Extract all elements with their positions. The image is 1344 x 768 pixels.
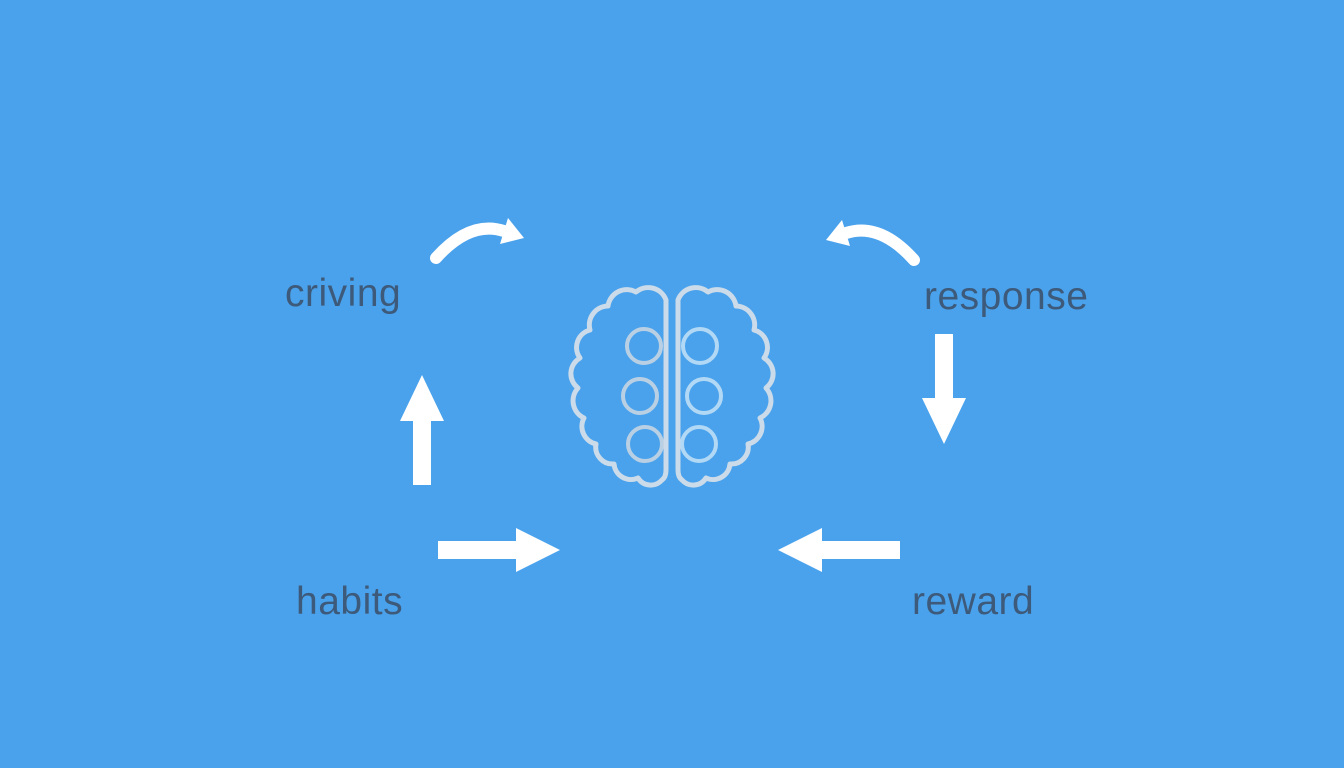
arrow-down-icon — [922, 334, 966, 444]
label-craving: criving — [285, 272, 402, 315]
label-habits: habits — [296, 580, 404, 623]
curved-arrow-up-right-icon — [430, 218, 524, 264]
curved-arrow-down-left-icon — [826, 220, 920, 266]
label-response: response — [924, 275, 1089, 318]
brain-icon — [568, 285, 776, 488]
arrow-left-icon — [778, 528, 900, 572]
arrow-up-icon — [400, 375, 444, 485]
label-reward: reward — [912, 580, 1035, 623]
arrow-right-icon — [438, 528, 560, 572]
